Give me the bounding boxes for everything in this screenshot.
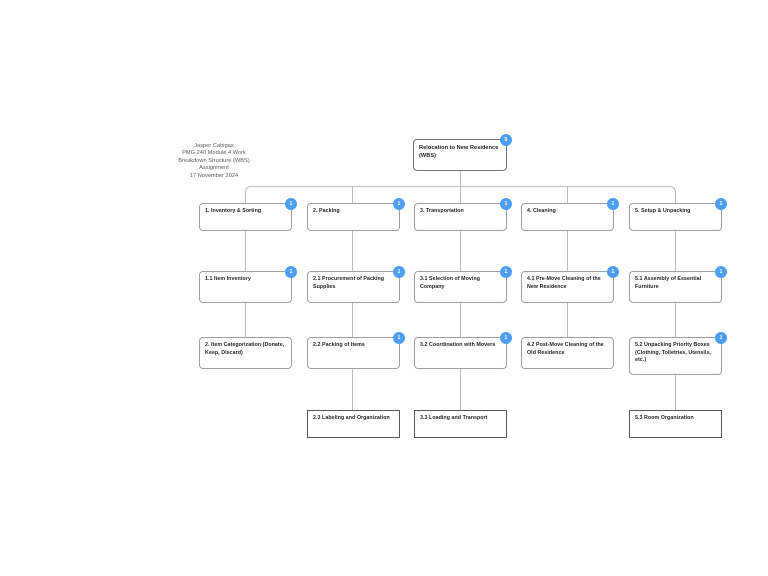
connector-c1-r1-r2 <box>245 231 246 271</box>
connector-c5-r3-r4 <box>675 375 676 410</box>
node-root-label: Relocation to New Residence (WBS) <box>419 145 499 160</box>
node-label: 5.3 Room Organization <box>635 415 694 421</box>
node-badge: 1 <box>607 266 619 278</box>
node-label: 3.3 Loading and Transport <box>420 415 488 421</box>
node-label: 1.1 Item Inventory <box>205 276 251 282</box>
node-label: 2. Packing <box>313 208 340 214</box>
node-root[interactable]: Relocation to New Residence (WBS) 5 <box>413 134 512 171</box>
connector-root-stem <box>460 171 461 187</box>
node-level2-room-organization[interactable]: 5.3 Room Organization <box>629 410 722 438</box>
node-label: 4.1 Pre-Move Cleaning of the New Residen… <box>527 276 601 290</box>
node-level1-inventory-sorting[interactable]: 1. Inventory & Sorting 1 <box>199 198 297 231</box>
node-label: 3. Transportation <box>420 208 464 214</box>
node-level2-unpacking-priority-boxes[interactable]: 5.2 Unpacking Priority Boxes (Clothing, … <box>629 332 727 375</box>
node-level2-post-move-cleaning[interactable]: 4.2 Post-Move Cleaning of the Old Reside… <box>521 337 614 369</box>
connector-c2-r3-r4 <box>352 369 353 410</box>
node-level2-item-categorization[interactable]: 2. Item Categorization (Donate, Keep, Di… <box>199 337 292 369</box>
node-level1-transportation[interactable]: 3. Transportation 1 <box>414 198 512 231</box>
connector-c3-r2-r3 <box>460 303 461 337</box>
node-badge: 1 <box>393 332 405 344</box>
node-badge: 1 <box>285 198 297 210</box>
node-badge: 1 <box>500 198 512 210</box>
node-label: 4. Cleaning <box>527 208 556 214</box>
node-label: 1. Inventory & Sorting <box>205 208 262 214</box>
node-label: 5.1 Assembly of Essential Furniture <box>635 276 702 290</box>
connector-c1-r2-r3 <box>245 303 246 337</box>
connector-corner-branch-5 <box>667 186 676 204</box>
node-level2-selection-moving-company[interactable]: 3.1 Selection of Moving Company 1 <box>414 266 512 303</box>
node-level2-item-inventory[interactable]: 1.1 Item Inventory 1 <box>199 266 297 303</box>
connector-c3-r3-r4 <box>460 369 461 410</box>
node-level2-labeling-organization[interactable]: 2.3 Labeling and Organization <box>307 410 400 438</box>
node-level2-assembly-essential-furniture[interactable]: 5.1 Assembly of Essential Furniture 1 <box>629 266 727 303</box>
node-label: 2.3 Labeling and Organization <box>313 415 390 421</box>
node-level2-pre-move-cleaning[interactable]: 4.1 Pre-Move Cleaning of the New Residen… <box>521 266 619 303</box>
node-label: 5. Setup & Unpacking <box>635 208 691 214</box>
node-level2-loading-transport[interactable]: 3.3 Loading and Transport <box>414 410 507 438</box>
connector-drop-branch-4 <box>567 186 568 203</box>
node-level1-packing[interactable]: 2. Packing 1 <box>307 198 405 231</box>
node-badge: 1 <box>715 266 727 278</box>
node-label: 2.1 Procurement of Packing Supplies <box>313 276 385 290</box>
connector-c3-r1-r2 <box>460 231 461 271</box>
node-label: 4.2 Post-Move Cleaning of the Old Reside… <box>527 342 604 356</box>
connector-c4-r1-r2 <box>567 231 568 271</box>
connector-drop-branch-3 <box>460 186 461 203</box>
node-level1-setup-unpacking[interactable]: 5. Setup & Unpacking 1 <box>629 198 727 231</box>
node-badge: 1 <box>715 332 727 344</box>
node-level2-procurement-packing-supplies[interactable]: 2.1 Procurement of Packing Supplies 1 <box>307 266 405 303</box>
connector-corner-branch-1 <box>245 186 254 204</box>
node-badge: 1 <box>500 332 512 344</box>
node-level2-coordination-with-movers[interactable]: 3.2 Coordination with Movers 1 <box>414 332 512 369</box>
connector-drop-branch-2 <box>352 186 354 203</box>
node-level2-packing-of-items[interactable]: 2.2 Packing of Items 1 <box>307 332 405 369</box>
node-label: 3.1 Selection of Moving Company <box>420 276 481 290</box>
node-label: 2. Item Categorization (Donate, Keep, Di… <box>205 342 285 356</box>
connector-c4-r2-r3 <box>567 303 568 337</box>
node-badge: 1 <box>393 266 405 278</box>
node-label: 5.2 Unpacking Priority Boxes (Clothing, … <box>635 342 711 364</box>
node-label: 2.2 Packing of Items <box>313 342 365 348</box>
connector-c2-r1-r2 <box>352 231 353 271</box>
node-label: 3.2 Coordination with Movers <box>420 342 496 348</box>
node-badge: 1 <box>500 266 512 278</box>
node-level1-cleaning[interactable]: 4. Cleaning 1 <box>521 198 619 231</box>
connector-c2-r2-r3 <box>352 303 353 337</box>
node-badge: 1 <box>607 198 619 210</box>
connector-c5-r1-r2 <box>675 231 676 271</box>
connector-c5-r2-r3 <box>675 303 676 337</box>
author-title-block: Jasper Cabigas PMG 240 Module 4 Work Bre… <box>178 143 250 179</box>
node-badge: 1 <box>393 198 405 210</box>
node-root-badge: 5 <box>500 134 512 146</box>
node-badge: 1 <box>715 198 727 210</box>
node-badge: 1 <box>285 266 297 278</box>
